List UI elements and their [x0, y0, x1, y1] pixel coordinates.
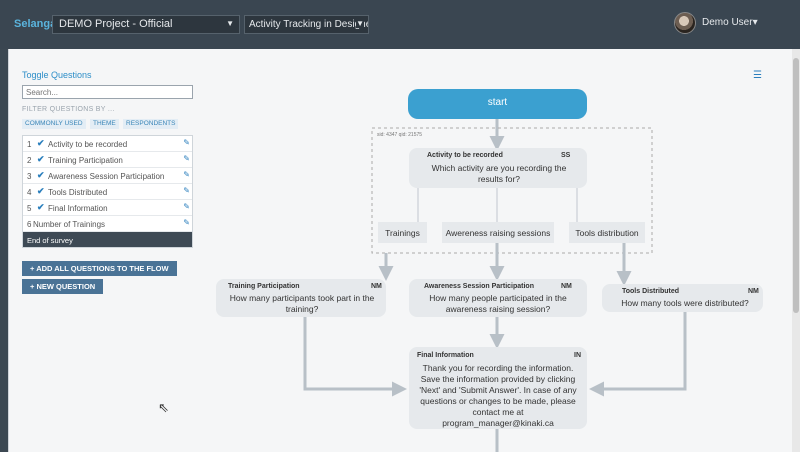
project-select-value: DEMO Project - Official [59, 18, 173, 30]
avatar[interactable] [674, 12, 696, 34]
check-icon: ✔ [37, 202, 45, 212]
question-number: 6 [27, 220, 32, 229]
q1-code: SS [561, 152, 571, 159]
check-icon: ✔ [37, 170, 45, 180]
question-item[interactable]: 4 ✔ Tools Distributed ✎ [23, 184, 192, 200]
question-label: Training Participation [48, 156, 123, 165]
caret-down-icon: ▾ [752, 17, 758, 28]
plus-icon: + [30, 264, 37, 273]
check-icon: ✔ [37, 186, 45, 196]
q4-node[interactable] [602, 284, 763, 312]
question-number: 1 [27, 140, 32, 149]
option-awareness[interactable] [442, 222, 554, 243]
question-item[interactable]: 3 ✔ Awareness Session Participation ✎ [23, 168, 192, 184]
question-label: Activity to be recorded [48, 140, 128, 149]
add-all-questions-button[interactable]: + ADD ALL QUESTIONS TO THE FLOW [22, 261, 177, 276]
pencil-icon[interactable]: ✎ [183, 186, 190, 195]
q5-node[interactable] [409, 347, 587, 429]
pencil-icon[interactable]: ✎ [183, 170, 190, 179]
toggle-questions-link[interactable]: Toggle Questions [22, 70, 92, 80]
question-number: 4 [27, 188, 32, 197]
question-label: Final Information [48, 204, 108, 213]
option-tools-label: Tools distribution [575, 228, 639, 238]
check-icon: ✔ [37, 154, 45, 164]
q2-text: How many participants took part in the t… [229, 293, 375, 314]
question-number: 2 [27, 156, 32, 165]
q5-code: IN [574, 352, 581, 359]
q4-text: How many tools were distributed? [621, 298, 749, 308]
user-menu[interactable]: Demo User▾ [702, 17, 758, 28]
question-label: Number of Trainings [33, 220, 106, 229]
q1-title: Activity to be recorded [427, 152, 503, 159]
q5-title: Final Information [417, 352, 474, 359]
search-input[interactable] [22, 85, 193, 99]
filter-chip-theme[interactable]: THEME [90, 119, 119, 129]
scrollbar-thumb[interactable] [793, 58, 799, 313]
activity-select[interactable]: Activity Tracking in Designe ▼ [244, 15, 369, 34]
plus-icon: + [30, 282, 37, 291]
caret-down-icon: ▼ [356, 19, 364, 28]
q2-code: NM [371, 283, 382, 290]
q4-title: Tools Distributed [622, 288, 680, 295]
question-number: 3 [27, 172, 32, 181]
question-list: 1 ✔ Activity to be recorded ✎ 2 ✔ Traini… [22, 135, 193, 248]
question-label: Awareness Session Participation [48, 172, 165, 181]
question-number: 5 [27, 204, 32, 213]
mouse-cursor-icon: ⇖ [158, 400, 169, 415]
filter-label: FILTER QUESTIONS BY ... [22, 106, 115, 113]
q3-code: NM [561, 283, 572, 290]
pencil-icon[interactable]: ✎ [183, 218, 190, 227]
brand-logo[interactable]: Selanga [14, 18, 57, 30]
option-trainings[interactable] [378, 222, 427, 243]
q2-node[interactable] [216, 279, 386, 317]
filter-chip-commonly-used[interactable]: COMMONLY USED [22, 119, 86, 129]
add-all-questions-label: ADD ALL QUESTIONS TO THE FLOW [36, 264, 169, 273]
q2-title: Training Participation [228, 283, 300, 290]
new-question-label: NEW QUESTION [36, 282, 96, 291]
q5-text: Thank you for recording the information.… [419, 363, 577, 428]
question-item[interactable]: 6 Number of Trainings ✎ [23, 216, 192, 232]
flow-arrow [303, 317, 407, 397]
section-id: sid: 4347 qid: 21575 [377, 132, 423, 138]
q1-node[interactable] [409, 148, 587, 188]
pencil-icon[interactable]: ✎ [183, 154, 190, 163]
question-label: Tools Distributed [48, 188, 108, 197]
flow-arrow [589, 312, 687, 397]
list-view-icon[interactable]: ☰ [753, 70, 762, 81]
start-node[interactable] [408, 89, 587, 119]
start-label: start [487, 97, 508, 108]
q3-text: How many people participated in the awar… [429, 293, 567, 314]
filter-chip-respondents[interactable]: RESPONDENTS [123, 119, 179, 129]
project-select[interactable]: DEMO Project - Official ▼ [52, 15, 240, 34]
option-trainings-label: Trainings [385, 228, 420, 238]
q1-text: Which activity are you recording the res… [431, 163, 567, 184]
question-item[interactable]: 5 ✔ Final Information ✎ [23, 200, 192, 216]
new-question-button[interactable]: + NEW QUESTION [22, 279, 104, 294]
check-icon: ✔ [37, 138, 45, 148]
q3-node[interactable] [409, 279, 587, 317]
q3-title: Awareness Session Participation [424, 283, 534, 290]
user-name: Demo User [702, 17, 753, 28]
question-item[interactable]: 2 ✔ Training Participation ✎ [23, 152, 192, 168]
caret-down-icon: ▼ [226, 19, 234, 28]
option-awareness-label: Awereness raising sessions [445, 228, 551, 238]
end-of-survey: End of survey [23, 232, 192, 247]
pencil-icon[interactable]: ✎ [183, 138, 190, 147]
question-group-border [371, 127, 653, 254]
activity-select-value: Activity Tracking in Designe [249, 19, 369, 30]
q4-code: NM [748, 288, 759, 295]
option-tools[interactable] [569, 222, 645, 243]
question-item[interactable]: 1 ✔ Activity to be recorded ✎ [23, 136, 192, 152]
pencil-icon[interactable]: ✎ [183, 202, 190, 211]
